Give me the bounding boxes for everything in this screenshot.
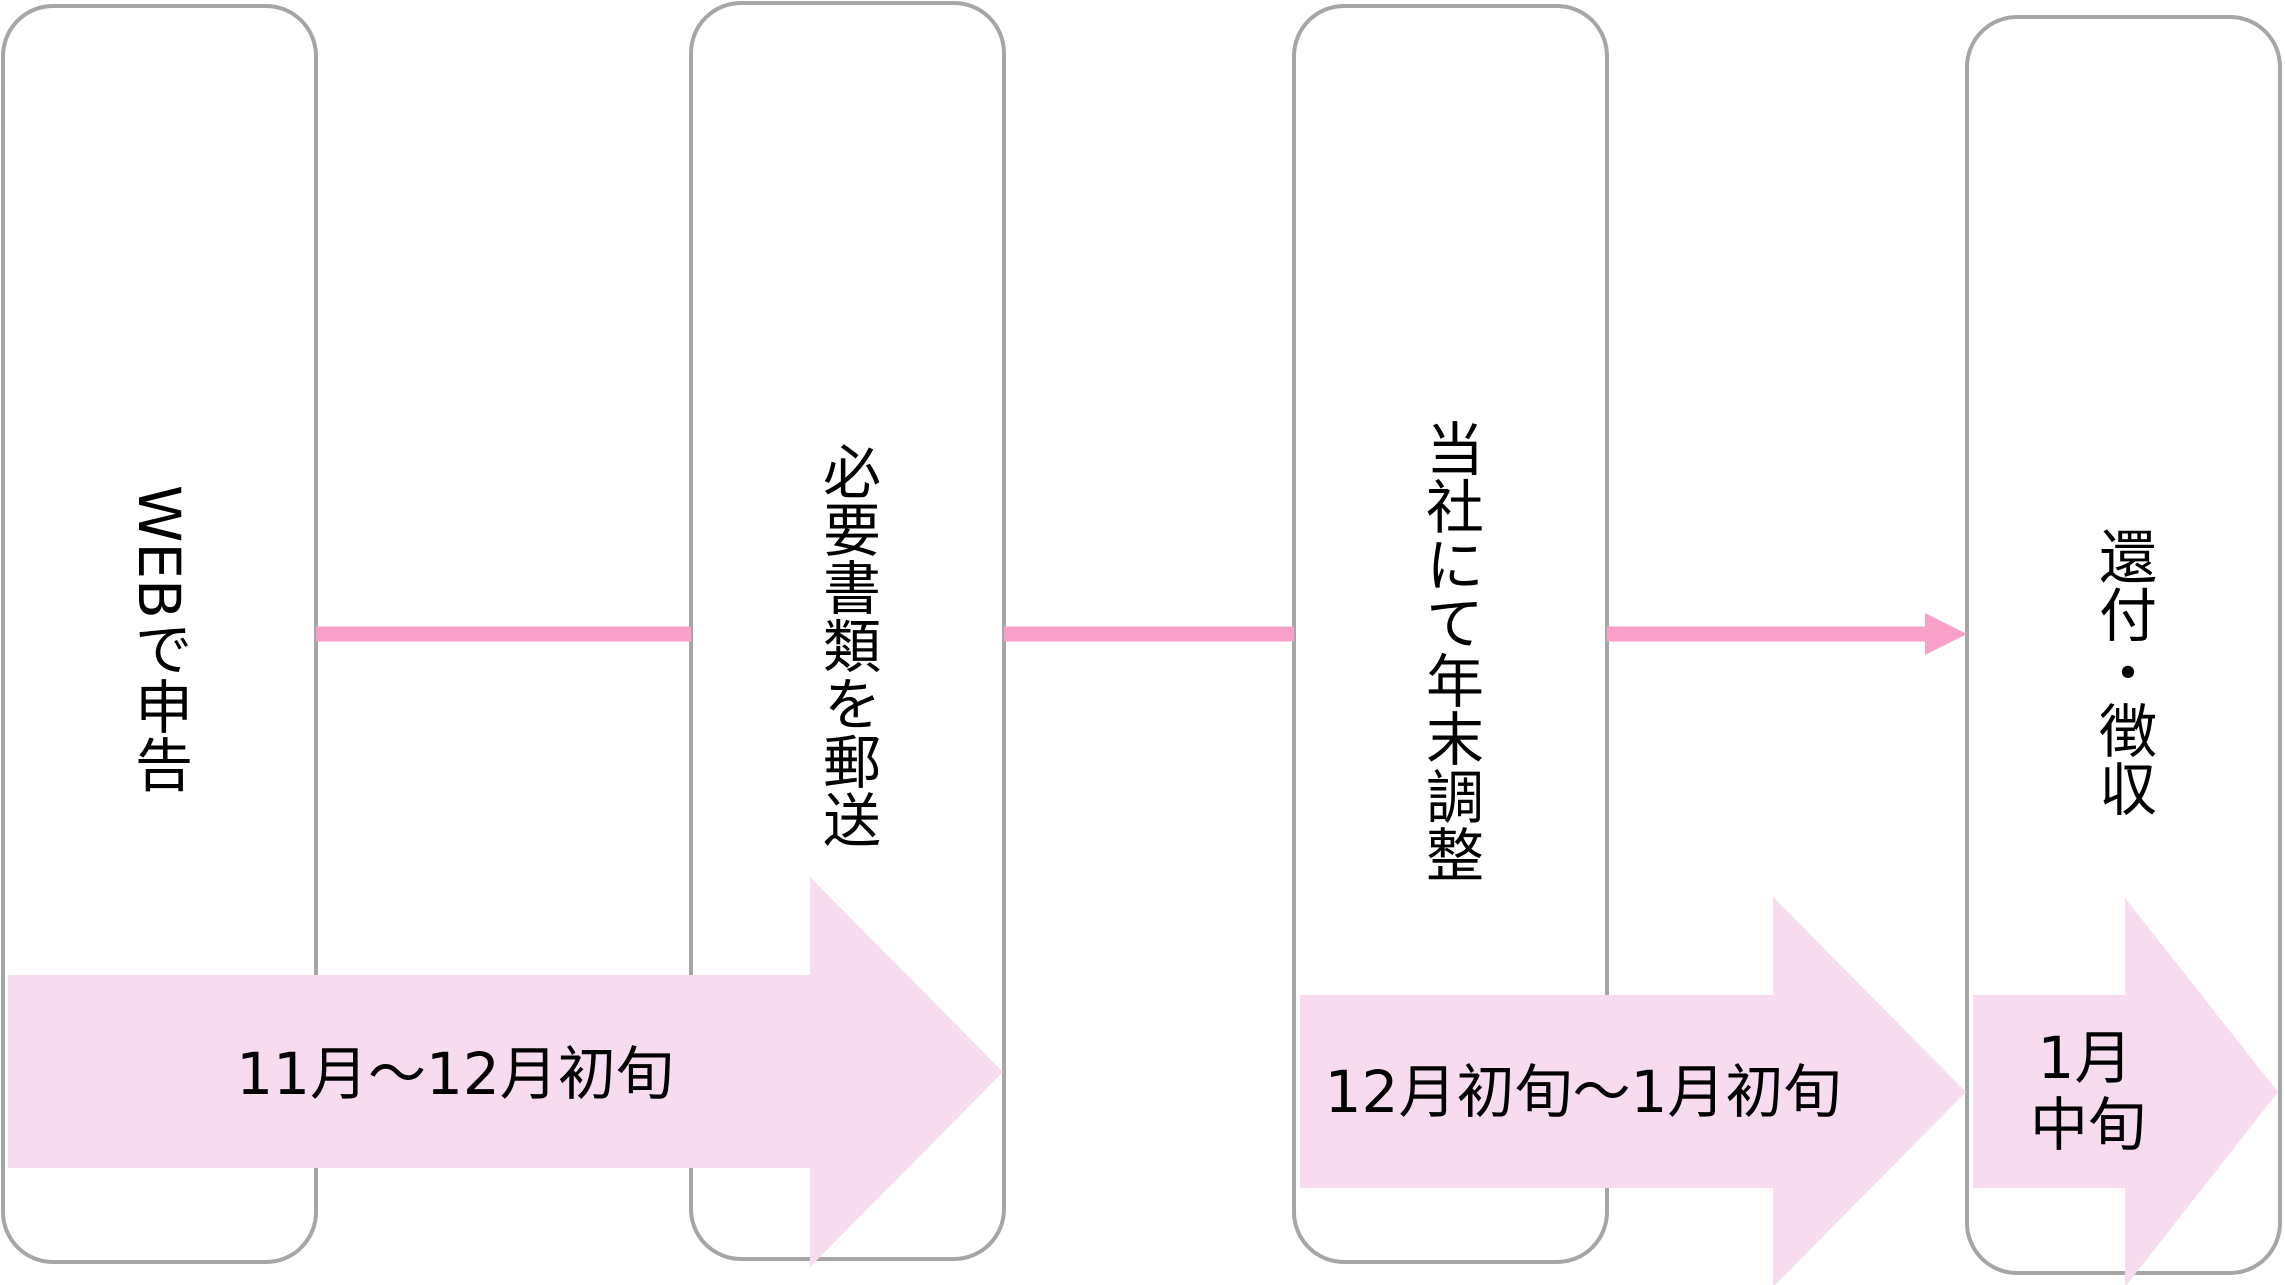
step-label-1: WEBで申告 (125, 485, 193, 793)
period-arrow-3 (1973, 898, 2278, 1285)
period-arrow-2 (1300, 897, 1966, 1285)
step-box-refund-collection (1965, 15, 2282, 1275)
period-label-3-line-2: 中旬 (2030, 1091, 2146, 1159)
step-label-2: 必要書類を郵送 (813, 442, 881, 848)
period-arrow-1 (8, 877, 1003, 1267)
connector-arrowhead-icon (1925, 613, 1967, 655)
step-label-4: 還付・徴収 (2089, 527, 2157, 817)
period-label-2: 12月初旬～1月初旬 (1325, 1058, 1842, 1126)
period-label-3-line-1: 1月 (2038, 1024, 2133, 1092)
period-label-1: 11月～12月初旬 (236, 1040, 674, 1108)
step-label-3: 当社にて年末調整 (1416, 419, 1484, 883)
